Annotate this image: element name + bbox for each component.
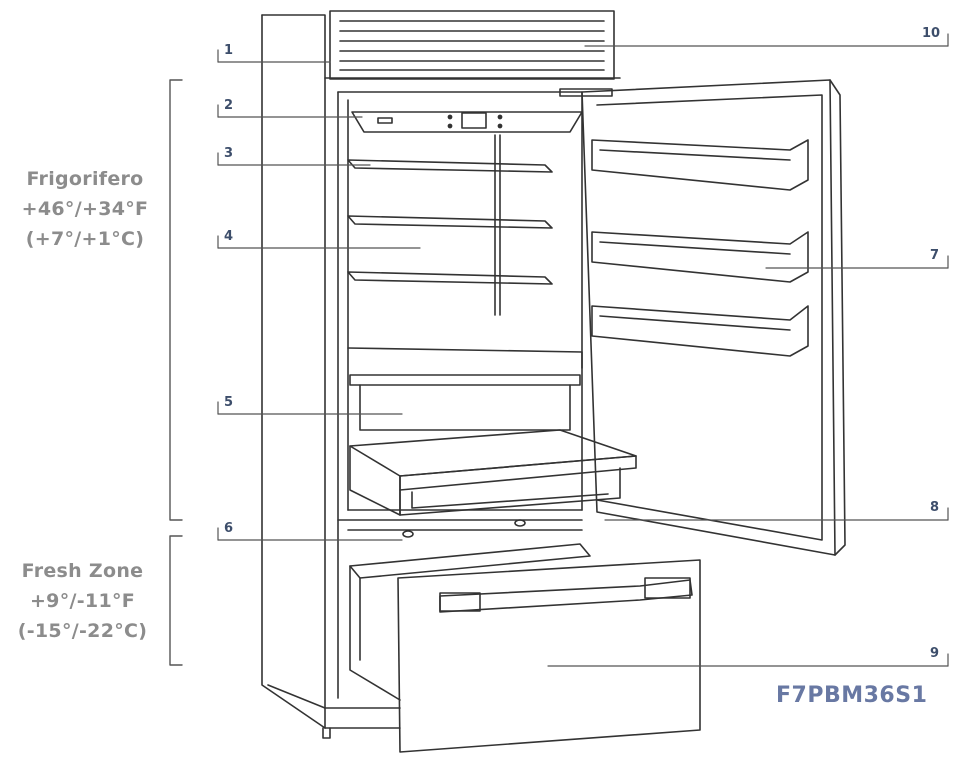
fresh-zone-bracket (169, 535, 183, 666)
callout-5: 5 (224, 395, 234, 410)
leader-lines (217, 33, 949, 667)
callout-8: 8 (930, 500, 940, 515)
shelves (347, 134, 583, 369)
fresh-zone-temp-c: (-15°/-22°C) (17, 620, 148, 642)
cabinet-body (261, 14, 621, 739)
fresh-zone-temp-f: +9°/-11°F (29, 590, 136, 612)
fresh-zone-label: Fresh Zone +9°/-11°F (-15°/-22°C) (0, 556, 165, 646)
callout-2: 2 (224, 98, 234, 113)
control-panel (351, 88, 613, 133)
fresh-zone-title: Fresh Zone (21, 560, 144, 582)
model-number: F7PBM36S1 (776, 683, 928, 708)
callout-10: 10 (922, 26, 941, 41)
callout-9: 9 (930, 646, 940, 661)
fridge-zone-temp-c: (+7°/+1°C) (25, 228, 145, 250)
fridge-zone-label: Frigorifero +46°/+34°F (+7°/+1°C) (5, 164, 165, 254)
crisper-drawers (349, 374, 637, 516)
fridge-zone-temp-f: +46°/+34°F (21, 198, 149, 220)
fridge-zone-title: Frigorifero (26, 168, 144, 190)
callout-3: 3 (224, 146, 234, 161)
callout-6: 6 (224, 521, 234, 536)
freezer-drawer (349, 543, 701, 753)
callout-4: 4 (224, 229, 234, 244)
fresh-zone-divider (402, 519, 526, 538)
top-grille (329, 10, 615, 80)
callout-1: 1 (224, 43, 234, 58)
door-bins (591, 139, 809, 357)
callout-7: 7 (930, 248, 940, 263)
fridge-bracket (169, 79, 183, 521)
